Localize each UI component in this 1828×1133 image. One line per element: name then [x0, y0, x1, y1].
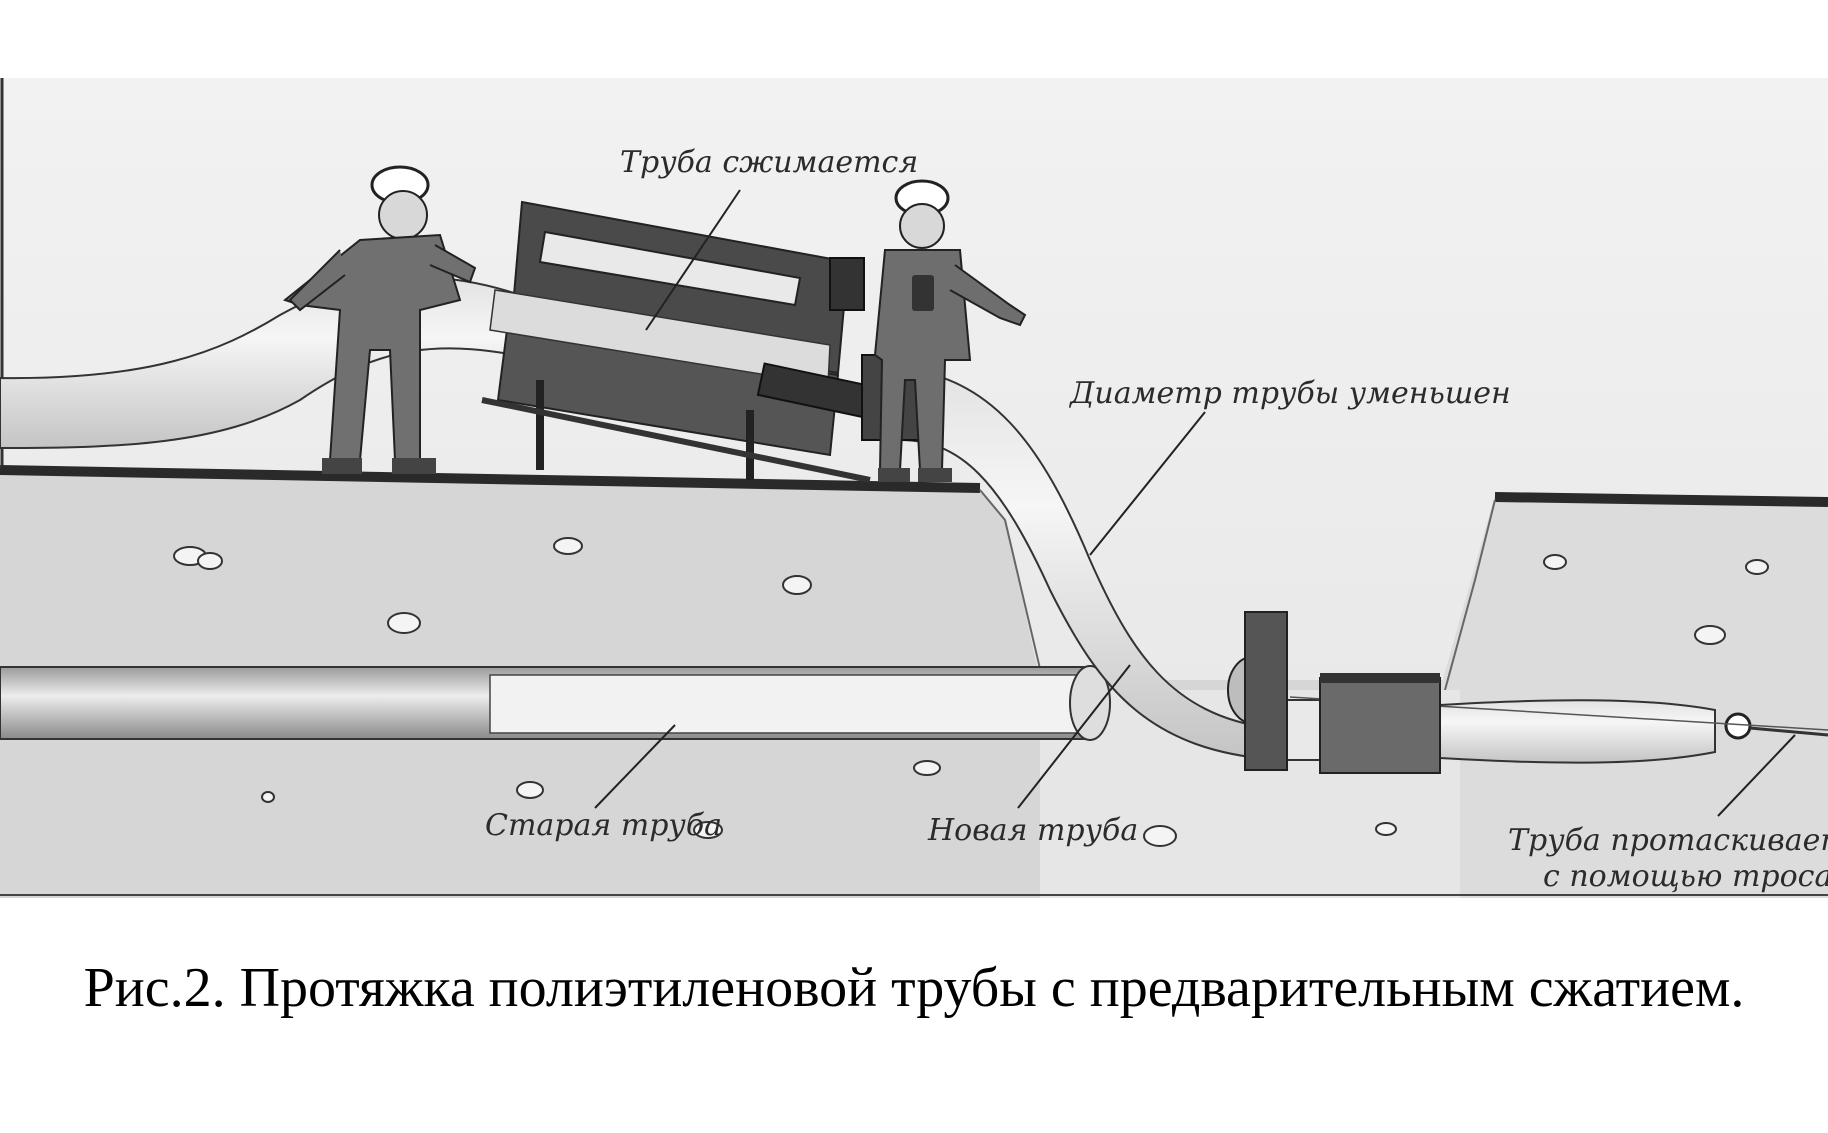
worker-left: [282, 165, 477, 474]
stone: [1375, 822, 1397, 836]
stone: [1694, 625, 1726, 645]
label-old-pipe: Старая труба: [485, 808, 722, 843]
machine-slot-top: [538, 230, 802, 307]
trench-wall-right: [1444, 499, 1496, 691]
stone: [1543, 554, 1567, 570]
arm-left: [288, 249, 346, 312]
stone: [516, 781, 544, 799]
machine-motor: [829, 257, 865, 311]
new-pipe-inside-old: [489, 674, 1086, 734]
label-new-pipe: Новая труба: [927, 813, 1138, 848]
compression-machine: [481, 200, 923, 483]
label-compressed: Труба сжимается: [620, 145, 918, 180]
leader-pulled: [1717, 734, 1796, 817]
leader-compressed: [645, 189, 741, 331]
boot-right: [918, 468, 952, 482]
ground-surface-left: [0, 465, 981, 493]
arm-pointing: [949, 264, 1027, 327]
ground-right: [1440, 495, 1828, 898]
head-right: [899, 203, 945, 249]
leader-diameter: [1089, 411, 1206, 556]
stone: [553, 537, 583, 555]
old-pipe: [0, 665, 1111, 741]
pulling-cable: [1749, 726, 1828, 737]
trench-roller: [1227, 611, 1441, 774]
figure-caption: Рис.2. Протяжка полиэтиленовой трубы с п…: [83, 957, 1745, 1019]
leader-lines: [594, 189, 1796, 817]
leader-new-pipe: [1017, 664, 1131, 809]
label-pulled-line1: Труба протаскивается: [1508, 823, 1828, 858]
boot-left: [322, 458, 362, 474]
stones: [173, 537, 1769, 847]
ground-surface-right: [1494, 492, 1828, 507]
stone: [782, 575, 812, 595]
stone: [387, 612, 421, 634]
stone: [261, 791, 275, 803]
boot-right: [392, 458, 436, 474]
pulling-eye: [1724, 712, 1752, 740]
head-left: [378, 190, 428, 240]
stone: [913, 760, 941, 776]
label-diameter-reduced: Диаметр трубы уменьшен: [1068, 376, 1511, 411]
boot-left: [878, 468, 910, 482]
radio-device: [912, 275, 934, 311]
new-pipe-pulling-head: [1439, 699, 1716, 764]
trench-wall-left: [979, 489, 1046, 691]
stone: [1745, 559, 1769, 575]
stone: [197, 552, 223, 570]
scene: Труба сжимается Диаметр трубы уменьшен С…: [0, 78, 1828, 898]
machine-rail: [481, 397, 871, 483]
worker-right: [873, 179, 1027, 482]
stone: [693, 821, 723, 839]
leader-old-pipe: [594, 724, 676, 809]
old-pipe-end: [1069, 665, 1111, 741]
roller-frame: [1244, 611, 1288, 771]
roller-clamp: [1319, 677, 1441, 774]
roller-clamp-top: [1320, 673, 1440, 683]
label-pulled-line2: с помощью троса: [1543, 859, 1828, 894]
body-right: [873, 249, 972, 471]
stone: [1143, 825, 1177, 847]
arm-right: [429, 244, 477, 284]
